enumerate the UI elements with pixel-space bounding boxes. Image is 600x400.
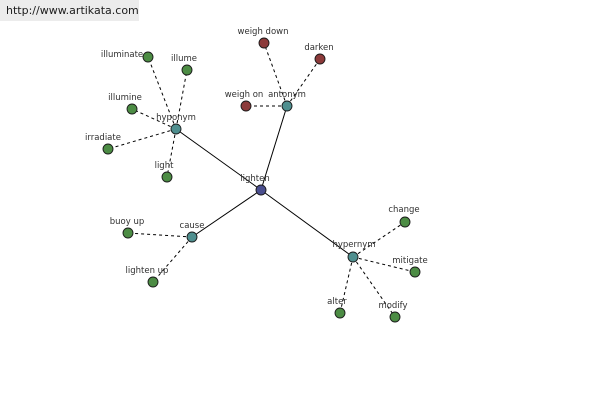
- label-cause[interactable]: cause: [180, 221, 205, 231]
- node-weigh-down[interactable]: [258, 37, 270, 49]
- node-hypernym[interactable]: [347, 251, 359, 263]
- edge-cause-buoy-up: [127, 232, 193, 238]
- node-illume[interactable]: [181, 64, 193, 76]
- node-hyponym[interactable]: [170, 123, 182, 135]
- edge-hyponym-illuminate: [147, 56, 177, 130]
- label-buoy-up[interactable]: buoy up: [110, 217, 145, 227]
- node-change[interactable]: [399, 216, 411, 228]
- node-alter[interactable]: [334, 307, 346, 319]
- edge-hypernym-modify: [352, 256, 396, 318]
- label-light[interactable]: light: [155, 161, 175, 171]
- label-change[interactable]: change: [388, 205, 419, 215]
- label-lighten[interactable]: lighten: [240, 174, 269, 184]
- labels-layer: lighten antonym weigh down darken weigh on hy…: [85, 27, 428, 311]
- edge-lighten-hyponym: [175, 128, 262, 191]
- label-hyponym[interactable]: hyponym: [156, 113, 196, 123]
- label-modify[interactable]: modify: [378, 301, 407, 311]
- edge-antonym-weigh-down: [263, 42, 288, 107]
- edge-hyponym-light: [166, 128, 177, 178]
- label-alter[interactable]: alter: [327, 297, 347, 307]
- node-irradiate[interactable]: [102, 143, 114, 155]
- edge-lighten-antonym: [260, 105, 288, 191]
- label-lighten-up[interactable]: lighten up: [126, 266, 169, 276]
- node-buoy-up[interactable]: [122, 227, 134, 239]
- node-illumine[interactable]: [126, 103, 138, 115]
- label-illume[interactable]: illume: [171, 54, 197, 64]
- label-antonym[interactable]: antonym: [268, 90, 306, 100]
- node-lighten[interactable]: [255, 184, 267, 196]
- label-illumine[interactable]: illumine: [108, 93, 142, 103]
- node-lighten-up[interactable]: [147, 276, 159, 288]
- edge-hyponym-illume: [175, 69, 188, 130]
- node-weigh-on[interactable]: [240, 100, 252, 112]
- node-light[interactable]: [161, 171, 173, 183]
- label-irradiate[interactable]: irradiate: [85, 133, 121, 143]
- label-hypernym[interactable]: hypernym: [332, 240, 375, 250]
- edge-lighten-hypernym: [260, 189, 354, 258]
- site-url-banner[interactable]: http://www.artikata.com: [0, 0, 139, 21]
- edge-hyponym-illumine: [131, 108, 177, 130]
- edge-hypernym-change: [352, 221, 406, 258]
- label-weigh-on[interactable]: weigh on: [225, 90, 264, 100]
- node-illuminate[interactable]: [142, 51, 154, 63]
- label-weigh-down[interactable]: weigh down: [238, 27, 289, 37]
- edge-hypernym-mitigate: [352, 256, 416, 273]
- edges-layer: [107, 42, 416, 318]
- label-illuminate[interactable]: illuminate: [101, 50, 143, 60]
- node-antonym[interactable]: [281, 100, 293, 112]
- label-darken[interactable]: darken: [304, 43, 333, 53]
- edge-lighten-cause: [191, 189, 262, 238]
- node-cause[interactable]: [186, 231, 198, 243]
- edge-cause-lighten-up: [152, 236, 193, 283]
- node-mitigate[interactable]: [409, 266, 421, 278]
- label-mitigate[interactable]: mitigate: [392, 256, 428, 266]
- nodes-layer: [102, 37, 421, 323]
- node-darken[interactable]: [314, 53, 326, 65]
- node-modify[interactable]: [389, 311, 401, 323]
